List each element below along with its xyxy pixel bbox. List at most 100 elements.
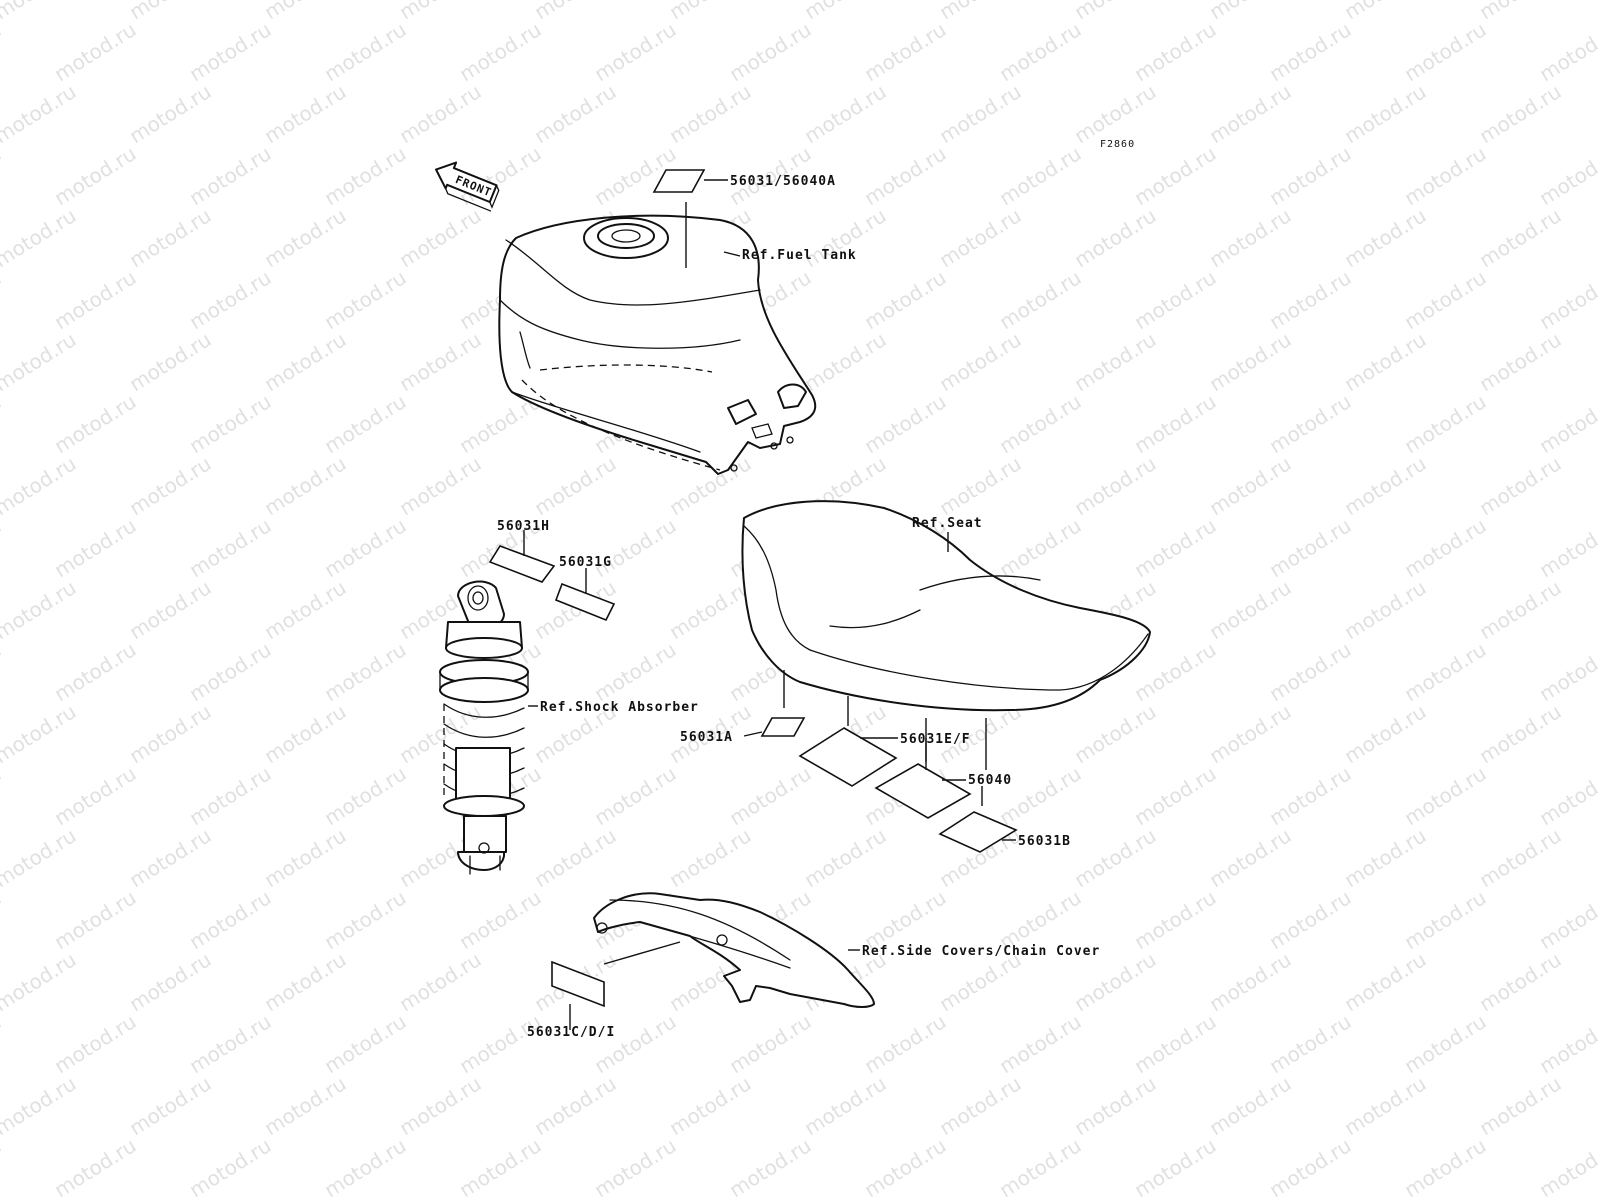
watermark-text: motod.ru	[1340, 327, 1431, 396]
watermark-text: motod.ru	[1205, 0, 1296, 24]
watermark-text: motod.ru	[185, 885, 276, 954]
watermark-text: motod.ru	[260, 0, 351, 24]
watermark-text: motod.ru	[0, 141, 5, 210]
watermark-text: motod.ru	[995, 389, 1086, 458]
watermark-text: motod.ru	[995, 1009, 1086, 1078]
watermark-text: motod.ru	[455, 17, 546, 86]
watermark-text: motod.ru	[320, 1009, 411, 1078]
watermark-text: motod.ru	[320, 637, 411, 706]
watermark-text: motod.ru	[1535, 389, 1600, 458]
watermark-text: motod.ru	[1130, 17, 1221, 86]
watermark-text: motod.ru	[590, 637, 681, 706]
watermark-text: motod.ru	[0, 699, 80, 768]
watermark-text: motod.ru	[455, 1009, 546, 1078]
watermark-text: motod.ru	[1265, 1009, 1356, 1078]
watermark-text: motod.ru	[1400, 389, 1491, 458]
watermark-text: motod.ru	[185, 513, 276, 582]
watermark-text: motod.ru	[260, 203, 351, 272]
watermark-text: motod.ru	[1070, 0, 1161, 24]
watermark-text: motod.ru	[1400, 265, 1491, 334]
watermark-text: motod.ru	[935, 79, 1026, 148]
watermark-text: motod.ru	[800, 1071, 891, 1140]
watermark-text: motod.ru	[1475, 575, 1566, 644]
watermark-text: motod.ru	[1475, 823, 1566, 892]
callout-56031G: 56031G	[559, 555, 612, 570]
watermark-text: motod.ru	[1340, 575, 1431, 644]
watermark-text: motod.ru	[1400, 1133, 1491, 1200]
watermark-text: motod.ru	[1205, 947, 1296, 1016]
watermark-text: motod.ru	[1265, 513, 1356, 582]
watermark-text: motod.ru	[0, 1071, 80, 1140]
watermark-text: motod.ru	[800, 0, 891, 24]
watermark-text: motod.ru	[185, 17, 276, 86]
watermark-text: motod.ru	[530, 451, 621, 520]
watermark-text: motod.ru	[800, 327, 891, 396]
watermark-text: motod.ru	[0, 0, 80, 24]
watermark-text: motod.ru	[1475, 327, 1566, 396]
watermark-text: motod.ru	[185, 761, 276, 830]
watermark-text: motod.ru	[320, 17, 411, 86]
watermark-text: motod.ru	[0, 1133, 5, 1200]
watermark-text: motod.ru	[260, 699, 351, 768]
watermark-text: motod.ru	[1265, 637, 1356, 706]
watermark-text: motod.ru	[530, 1071, 621, 1140]
watermark-text: motod.ru	[995, 17, 1086, 86]
watermark-text: motod.ru	[260, 327, 351, 396]
label-56031A	[760, 717, 806, 737]
watermark-text: motod.ru	[935, 0, 1026, 24]
watermark-text: motod.ru	[1535, 637, 1600, 706]
watermark-text: motod.ru	[590, 17, 681, 86]
watermark-text: motod.ru	[530, 823, 621, 892]
watermark-text: motod.ru	[725, 17, 816, 86]
callout-56031-56040A: 56031/56040A	[730, 174, 836, 189]
callout-56031CDI: 56031C/D/I	[527, 1025, 615, 1040]
seat	[741, 500, 1151, 712]
watermark-text: motod.ru	[320, 761, 411, 830]
watermark-text: motod.ru	[185, 141, 276, 210]
figure-code: F2860	[1100, 139, 1135, 150]
watermark-text: motod.ru	[260, 947, 351, 1016]
watermark-text: motod.ru	[995, 513, 1086, 582]
watermark-text: motod.ru	[1070, 1071, 1161, 1140]
watermark-text: motod.ru	[1400, 761, 1491, 830]
watermark-text: motod.ru	[50, 885, 141, 954]
watermark-text: motod.ru	[590, 1133, 681, 1200]
watermark-text: motod.ru	[0, 761, 5, 830]
watermark-text: motod.ru	[320, 265, 411, 334]
watermark-text: motod.ru	[665, 575, 756, 644]
watermark-text: motod.ru	[50, 1009, 141, 1078]
watermark-text: motod.ru	[0, 265, 5, 334]
watermark-text: motod.ru	[860, 1133, 951, 1200]
watermark-text: motod.ru	[0, 947, 80, 1016]
watermark-text: motod.ru	[1535, 141, 1600, 210]
watermark-text: motod.ru	[1475, 79, 1566, 148]
watermark-text: motod.ru	[1535, 1009, 1600, 1078]
watermark-text: motod.ru	[0, 885, 5, 954]
callout-ref-seat: Ref.Seat	[912, 516, 983, 531]
callout-ref-shock-absorber: Ref.Shock Absorber	[540, 700, 699, 715]
watermark-text: motod.ru	[0, 513, 5, 582]
watermark-text: motod.ru	[1265, 141, 1356, 210]
label-56031F	[874, 763, 972, 819]
watermark-text: motod.ru	[395, 327, 486, 396]
watermark-text: motod.ru	[1535, 17, 1600, 86]
watermark-text: motod.ru	[1535, 1133, 1600, 1200]
watermark-text: motod.ru	[395, 0, 486, 24]
watermark-text: motod.ru	[125, 575, 216, 644]
watermark-text: motod.ru	[1205, 699, 1296, 768]
watermark-text: motod.ru	[1130, 389, 1221, 458]
watermark-text: motod.ru	[50, 1133, 141, 1200]
watermark-text: motod.ru	[1070, 327, 1161, 396]
watermark-text: motod.ru	[590, 513, 681, 582]
watermark-text: motod.ru	[320, 389, 411, 458]
watermark-text: motod.ru	[935, 203, 1026, 272]
watermark-text: motod.ru	[995, 141, 1086, 210]
watermark-text: motod.ru	[125, 79, 216, 148]
watermark-text: motod.ru	[1265, 389, 1356, 458]
watermark-text: motod.ru	[860, 17, 951, 86]
watermark-text: motod.ru	[320, 141, 411, 210]
watermark-text: motod.ru	[455, 1133, 546, 1200]
fuel-tank	[498, 214, 817, 475]
watermark-text: motod.ru	[935, 451, 1026, 520]
